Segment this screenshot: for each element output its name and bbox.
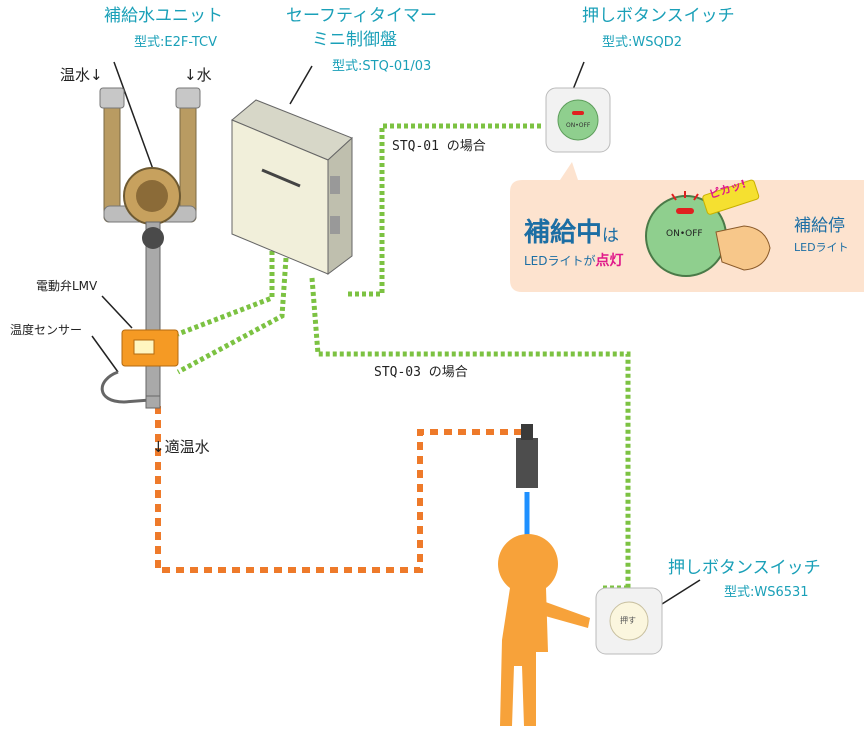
- callout-led-on-word: 点灯: [595, 253, 624, 269]
- switch2-model: 型式:WS6531: [724, 585, 809, 600]
- warm-water-label: ↓適温水: [152, 438, 210, 456]
- switch1-button-label: ON•OFF: [566, 122, 591, 129]
- sensor-label: 温度センサー: [10, 323, 83, 337]
- switch-ws6531: [595, 587, 663, 655]
- callout-button-label: ON•OFF: [666, 229, 703, 239]
- switch1-model: 型式:WSQD2: [602, 35, 682, 50]
- callout-supplying: 補給中は: [524, 220, 619, 246]
- valve-label: 電動弁LMV: [36, 279, 98, 293]
- switch2-button-label: 押す: [620, 616, 636, 625]
- switch-wsqd2: [545, 87, 611, 153]
- timer-model: 型式:STQ-01/03: [332, 59, 432, 74]
- callout-led-prefix-2: LEDライト: [794, 241, 849, 254]
- stq01-case-label: STQ-01 の場合: [392, 139, 486, 154]
- callout-led-on: LEDライトが点灯: [524, 254, 624, 268]
- callout-led-prefix: LEDライトが: [524, 254, 596, 268]
- water-label: ↓水: [184, 66, 212, 84]
- person-figure: [498, 534, 590, 726]
- faucet-sensor: [516, 424, 538, 572]
- stq03-case-label: STQ-03 の場合: [374, 365, 468, 380]
- callout-supplying-suffix: は: [602, 226, 620, 246]
- warm-water-pipe: [155, 406, 526, 573]
- control-panel: [231, 99, 353, 275]
- leader-lines: [91, 61, 701, 605]
- hot-water-label: 温水↓: [60, 66, 103, 84]
- switch1-title: 押しボタンスイッチ: [582, 6, 735, 26]
- callout-supplying-main: 補給中: [524, 218, 603, 248]
- supply-unit-title: 補給水ユニット: [104, 6, 223, 26]
- timer-title-2: ミニ制御盤: [312, 30, 397, 50]
- timer-title-1: セーフティタイマー: [286, 6, 437, 26]
- callout-stopped: 補給停: [794, 216, 845, 236]
- callout-bubble: [510, 162, 864, 292]
- supply-water-unit: [99, 87, 201, 409]
- supply-unit-model: 型式:E2F-TCV: [134, 35, 217, 50]
- switch2-title: 押しボタンスイッチ: [668, 558, 821, 578]
